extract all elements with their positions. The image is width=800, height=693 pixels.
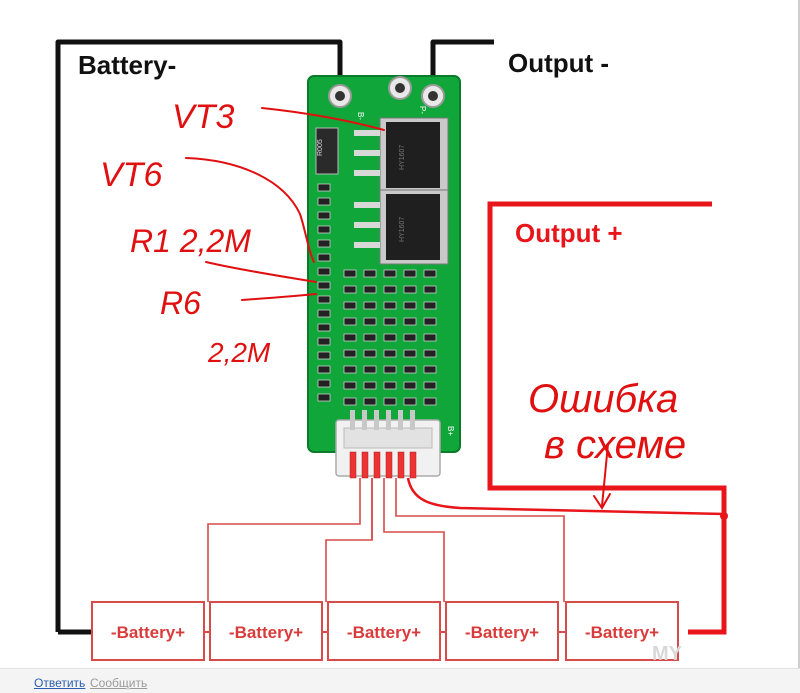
annotation-r6: R6 (160, 285, 201, 321)
mosfet-vt3: HY1607 (354, 117, 449, 193)
annotation-r1: R1 2,2M (130, 223, 251, 259)
junction-dot (720, 512, 728, 520)
battery-plus-wire (688, 518, 727, 635)
reply-link[interactable]: Ответить (34, 676, 86, 690)
b-plus-pad-label: B+ (446, 426, 455, 436)
annotation-vt3: VT3 (172, 98, 234, 136)
battery-cell: -Battery+ (445, 601, 559, 661)
battery-pack: -Battery+ -Battery+ -Battery+ -Battery+ -Bat… (91, 601, 679, 661)
bms-pcb: B- P- B+ R005 HY1607 HY1607 (307, 75, 461, 479)
battery-minus-label: Battery- (78, 50, 176, 80)
schematic-image: B- P- B+ R005 HY1607 HY1607 (55, 39, 728, 665)
annotation-pointers (185, 107, 611, 510)
battery-cell: -Battery+ (209, 601, 323, 661)
watermark: MY (652, 643, 683, 665)
smd-components (317, 183, 437, 406)
output-plus-wire (487, 201, 727, 518)
battery-label: -Battery+ (465, 623, 539, 642)
output-minus-label: Output - (508, 48, 609, 78)
p-minus-pad-label: P- (418, 106, 427, 114)
battery-minus-wire (55, 39, 343, 632)
battery-label: -Battery+ (229, 623, 303, 642)
battery-label: -Battery+ (585, 623, 659, 642)
scrollbar-edge (798, 0, 800, 668)
battery-label: -Battery+ (111, 623, 185, 642)
mosfet-marking-1: HY1607 (399, 145, 406, 170)
b-minus-pad-label: B- (356, 112, 365, 120)
shunt-label: R005 (317, 139, 324, 156)
annotation-error-line1: Ошибка (528, 377, 678, 421)
balance-lead-wires (207, 478, 565, 602)
report-link[interactable]: Сообщить (90, 676, 148, 690)
battery-cell: -Battery+ (91, 601, 205, 661)
comment-footer: Ответить Сообщить (0, 668, 800, 693)
battery-label: -Battery+ (347, 623, 421, 642)
erroneous-wire (406, 477, 725, 516)
mosfet-marking-2: HY1607 (399, 217, 406, 242)
mosfet-vt6: HY1607 (354, 189, 449, 265)
annotation-r6-value: 2,2M (207, 337, 271, 368)
annotation-vt6: VT6 (100, 156, 162, 194)
output-plus-label: Output + (515, 218, 623, 248)
battery-cell: -Battery+ (327, 601, 441, 661)
balance-connector (335, 410, 441, 479)
battery-cell: -Battery+ (565, 601, 679, 661)
shunt-resistor (315, 127, 339, 175)
annotation-error-line2: в схеме (544, 423, 686, 467)
